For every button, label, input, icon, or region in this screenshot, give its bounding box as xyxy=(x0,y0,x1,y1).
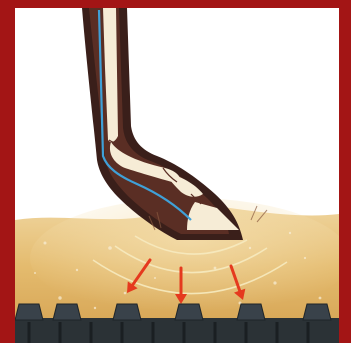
grid-cell-icon xyxy=(15,304,43,320)
grid-cell-icon xyxy=(175,304,203,320)
grid-cell-icon xyxy=(113,304,141,320)
grid-cell-icon xyxy=(303,304,331,320)
hoof-on-footing-illustration xyxy=(15,8,339,343)
grid-base xyxy=(15,318,339,343)
grid-cell-icon xyxy=(53,304,81,320)
grid-cell-icon xyxy=(237,304,265,320)
illustration-panel xyxy=(15,8,339,343)
